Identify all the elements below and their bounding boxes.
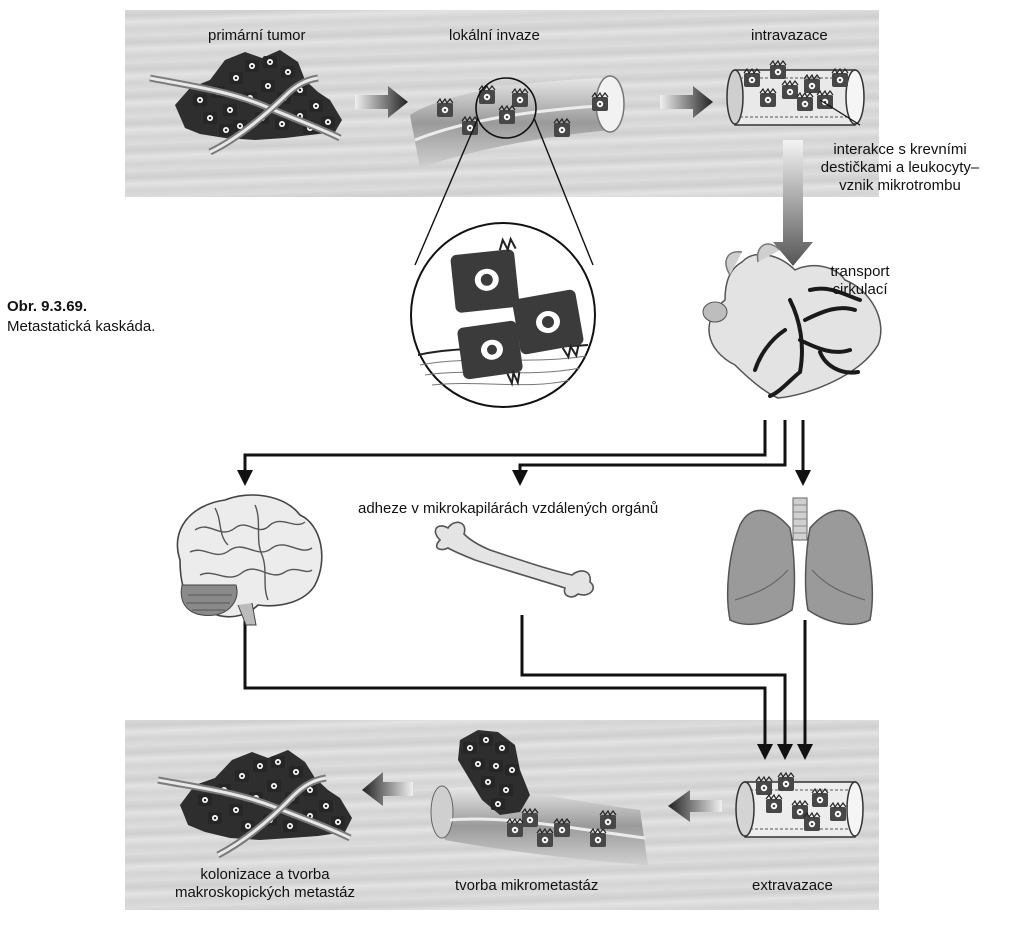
intravasation-illustration: [726, 60, 865, 126]
figure-number: Obr. 9.3.69.: [7, 298, 88, 315]
label-colonization-line1: kolonizace a tvorba: [200, 866, 330, 883]
micrometastasis-illustration: [430, 730, 648, 865]
label-extravasation: extravazace: [752, 877, 833, 894]
colonization-illustration: [157, 750, 352, 859]
arrow-to-colonization: [362, 772, 413, 806]
invasion-zoom-circle: [410, 222, 596, 408]
label-interaction-line1: interakce s krevními: [833, 141, 967, 158]
label-colonization-line2: makroskopických metastáz: [174, 884, 356, 901]
distribution-arrows: [243, 420, 807, 748]
label-micrometastasis: tvorba mikrometastáz: [455, 877, 599, 894]
label-colonization: kolonizace a tvorba makroskopických meta…: [150, 866, 380, 902]
lungs-illustration: [726, 497, 874, 626]
arrow-to-local-invasion: [355, 86, 408, 118]
label-interaction-line3: vznik mikrotrombu: [839, 177, 961, 194]
figure-title: Metastatická kaskáda.: [7, 318, 156, 335]
label-interaction-line2: destičkami a leukocyty–: [820, 159, 980, 176]
label-intravasation: intravazace: [751, 27, 828, 44]
heart-illustration: [702, 243, 882, 399]
primary-tumor-illustration: [149, 50, 342, 156]
extravasation-illustration: [735, 772, 864, 838]
label-local-invasion: lokální invaze: [449, 27, 540, 44]
arrow-to-intravasation: [660, 86, 713, 118]
label-primary-tumor: primární tumor: [208, 27, 306, 44]
local-invasion-illustration: [410, 75, 625, 266]
distribution-arrowheads: [237, 470, 813, 760]
label-transport-line1: transport: [830, 263, 890, 280]
bone-illustration: [434, 521, 594, 598]
label-transport-line2: cirkulací: [832, 281, 888, 298]
label-adhesion: adheze v mikrokapilárách vzdálených orgá…: [358, 500, 659, 517]
arrow-to-heart: [773, 140, 813, 266]
brain-illustration: [176, 494, 323, 626]
arrow-to-micrometastasis: [668, 790, 722, 822]
label-transport: transport cirkulací: [820, 263, 900, 299]
label-interaction: interakce s krevními destičkami a leukoc…: [808, 141, 992, 195]
figure-caption: Obr. 9.3.69. Metastatická kaskáda.: [7, 297, 155, 337]
